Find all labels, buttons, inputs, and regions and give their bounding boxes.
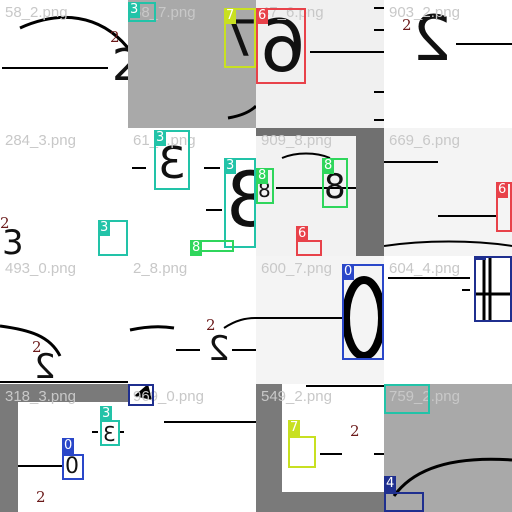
tile-7: 669_6.png 6: [384, 128, 512, 256]
detection-label: 3: [384, 384, 397, 386]
tile-10: 600_7.png 0: [256, 256, 384, 384]
detection-box: [296, 240, 322, 256]
detection-label: 6: [496, 182, 509, 198]
tile-filename: 58_2.png: [5, 4, 68, 21]
detection-box: [98, 220, 128, 256]
digit-big: 3: [2, 223, 24, 256]
detection-box: [288, 436, 316, 468]
tile-filename: 604_4.png: [389, 260, 460, 277]
detection-label: 8: [256, 168, 269, 184]
tile-filename: 969_0.png: [133, 388, 204, 405]
detection-box: [100, 420, 120, 446]
detection-box: [224, 158, 256, 248]
tile-15: 759_2.png 3 4: [384, 384, 512, 512]
tile-11: 604_4.png 4: [384, 256, 512, 384]
tile-filename: 600_7.png: [261, 260, 332, 277]
tile-1-art: [227, 104, 256, 120]
tile-3: 903_2.png 2 2: [384, 0, 512, 128]
detection-label: 4: [384, 476, 397, 492]
tile-5: 61_3.png 3 3 3 8 8: [128, 128, 256, 256]
detection-label: 8: [190, 240, 203, 256]
detection-label: 3: [100, 406, 113, 422]
tile-1: 58_7.png 3 7 7: [128, 0, 256, 128]
digit-small: 2: [0, 214, 10, 232]
digit-small: 8: [258, 178, 271, 202]
digit-big: 8: [324, 167, 346, 207]
digit-small: 2: [284, 384, 294, 385]
detection-box: [384, 492, 424, 512]
tile-0: 58_2.png 2 2: [0, 0, 128, 128]
tile-13-art: [134, 384, 256, 423]
detection-label: 7: [288, 420, 301, 436]
tile-14-paper: [282, 384, 384, 492]
digit-small: 2: [32, 338, 42, 356]
digit-small: 2: [350, 422, 360, 440]
tile-11-art: [388, 258, 512, 322]
detection-label: 3: [154, 130, 167, 146]
detection-label: 3: [128, 2, 141, 18]
tile-filename: 669_6.png: [389, 132, 460, 149]
tile-filename: 284_3.png: [5, 132, 76, 149]
detection-label: 0: [342, 264, 355, 280]
detection-box: [474, 256, 512, 322]
detection-box: [154, 130, 190, 190]
detection-label: 6: [256, 8, 269, 24]
tile-filename: 549_2.png: [261, 388, 332, 405]
tile-15-art: [392, 457, 512, 497]
detection-box: [384, 384, 430, 414]
tile-filename: 909_8.png: [261, 132, 332, 149]
tile-13: 969_0.png 0: [128, 384, 256, 512]
digit-small: 2: [36, 488, 46, 506]
detection-box: [322, 158, 348, 208]
digit-bot: 0: [65, 454, 79, 479]
tile-9-art: [129, 317, 256, 351]
tile-filename: 58_7.png: [133, 4, 196, 21]
tile-0-art: [2, 16, 128, 69]
tile-filename: 2_8.png: [133, 260, 188, 277]
detection-label: 0: [62, 438, 75, 454]
detection-box: [224, 8, 256, 68]
tile-2: 47_6.png 6 6: [256, 0, 384, 128]
digit-small: 2: [110, 28, 120, 46]
detection-label: 8: [322, 158, 335, 174]
tile-14-art: [306, 385, 384, 455]
tile-2-art: [310, 7, 384, 121]
tile-6: 909_8.png 8 8 8 8 6: [256, 128, 384, 256]
tile-6-art: [276, 152, 356, 189]
detection-box: [342, 264, 384, 360]
tile-5-art: [132, 167, 222, 211]
tile-8: 493_0.png 2 2: [0, 256, 128, 384]
tile-9: 2_8.png 2 2: [128, 256, 256, 384]
detection-label: 3: [98, 220, 111, 236]
detection-label: 3: [224, 158, 237, 174]
digit-big: 2: [208, 329, 230, 369]
tile-filename: 903_2.png: [389, 4, 460, 21]
digit-small: 2: [350, 384, 360, 385]
detection-box: [128, 384, 154, 406]
digit-small: 2: [206, 316, 216, 334]
digit-small: 2: [402, 16, 412, 34]
tile-4: 284_3.png 2 3 3: [0, 128, 128, 256]
tile-14: 549_2.png 2 2 2 7: [256, 384, 384, 512]
tile-12: 318_3.png 3 3 0 0 2: [0, 384, 128, 512]
detection-label: 4: [474, 256, 487, 260]
detection-box: [256, 8, 306, 84]
digit-big: 2: [112, 40, 128, 91]
digit-big: 2: [34, 347, 56, 384]
tile-filename: 318_3.png: [5, 388, 76, 405]
tile-3-art: [456, 43, 512, 45]
tile-filename: 759_2.png: [389, 388, 460, 405]
detection-label: 6: [296, 226, 309, 242]
tile-8-art: [0, 324, 128, 383]
tile-filename: 493_0.png: [5, 260, 76, 277]
tile-7-art: [384, 161, 512, 247]
detection-box: [62, 454, 84, 480]
detection-label: 7: [224, 8, 237, 24]
